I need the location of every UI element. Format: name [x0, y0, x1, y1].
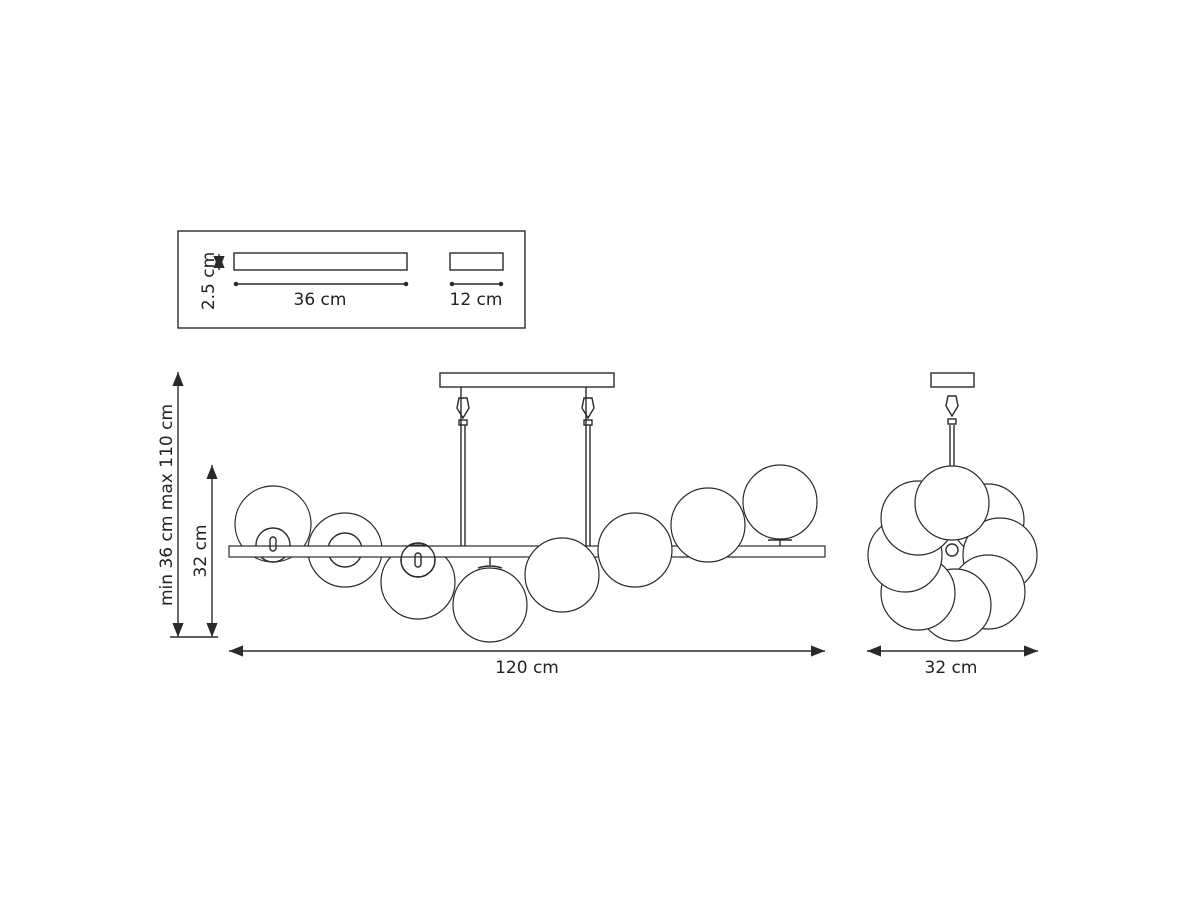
- plate-length-label: 36 cm: [294, 290, 347, 310]
- mount-plate-inset: 2.5 cm 36 cm 12 cm: [177, 230, 526, 329]
- body-height-label: 32 cm: [191, 525, 211, 578]
- plate-width-label: 12 cm: [450, 290, 503, 310]
- front-view: min 36 cm max 110 cm 32 cm 120 cm: [157, 372, 826, 678]
- height-range-label: min 36 cm max 110 cm: [157, 404, 177, 606]
- plate-top-view: [233, 252, 408, 271]
- front-width-label: 120 cm: [495, 658, 559, 678]
- side-width-label: 32 cm: [925, 658, 978, 678]
- side-view: 32 cm: [867, 372, 1038, 678]
- plate-side-view: [449, 252, 504, 271]
- plate-height-label: 2.5 cm: [199, 252, 219, 310]
